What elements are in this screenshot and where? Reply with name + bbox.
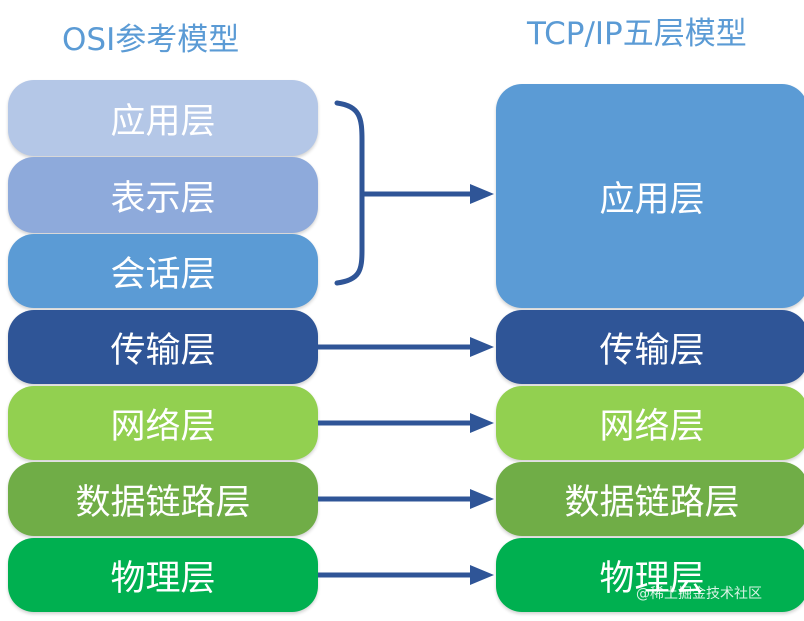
osi-layer-data-link: 数据链路层 — [8, 462, 318, 536]
osi-layer-presentation: 表示层 — [8, 157, 318, 233]
upper-layers-brace — [334, 100, 365, 286]
osi-layer-network: 网络层 — [8, 386, 318, 460]
osi-layer-application: 应用层 — [8, 80, 318, 156]
network-arrow-head — [470, 413, 494, 433]
transport-arrow-head — [470, 337, 494, 357]
physical-arrow-head — [470, 565, 494, 585]
tcpip-layer-data-link: 数据链路层 — [496, 462, 804, 536]
tcpip-layer-transport: 传输层 — [496, 310, 804, 384]
tcpip-layer-application: 应用层 — [496, 84, 804, 308]
osi-model-title: OSI参考模型 — [62, 22, 240, 58]
brace-arrow-head — [470, 184, 494, 204]
data-link-arrow-head — [470, 489, 494, 509]
tcpip-model-title: TCP/IP五层模型 — [527, 16, 747, 52]
tcpip-layer-physical: 物理层 — [496, 538, 804, 612]
osi-layer-physical: 物理层 — [8, 538, 318, 612]
osi-layer-session: 会话层 — [8, 234, 318, 308]
osi-layer-transport: 传输层 — [8, 310, 318, 384]
watermark: @稀土掘金技术社区 — [636, 586, 762, 602]
tcpip-layer-network: 网络层 — [496, 386, 804, 460]
